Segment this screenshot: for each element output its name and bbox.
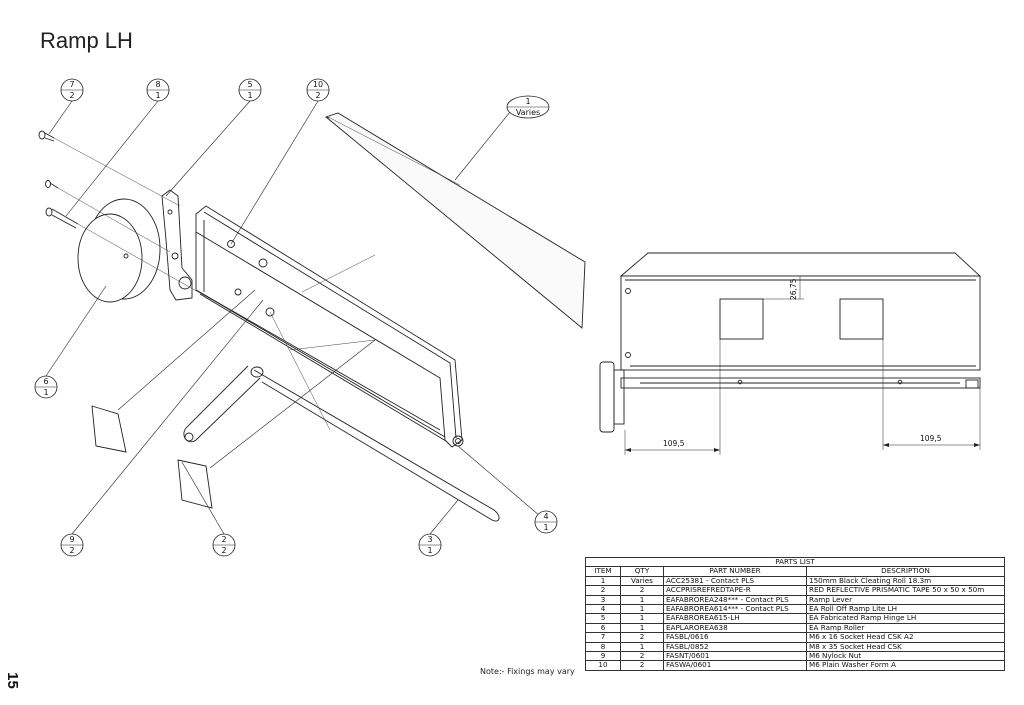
reflective-tape-upper bbox=[91, 405, 127, 453]
cell-qty: 2 bbox=[620, 585, 664, 596]
cell-part-number: FASBL/0616 bbox=[663, 632, 807, 643]
cell-qty: 2 bbox=[620, 660, 664, 671]
ramp-lever bbox=[183, 365, 500, 522]
cell-description: EA Fabricated Ramp Hinge LH bbox=[806, 613, 1005, 624]
balloon-number: 8 bbox=[155, 80, 160, 89]
header-qty: QTY bbox=[620, 566, 664, 577]
balloon-quantity: 2 bbox=[221, 546, 226, 555]
balloon-quantity: 2 bbox=[315, 91, 320, 100]
balloon-item-6: 6 1 bbox=[34, 375, 58, 399]
balloon-number: 1 bbox=[525, 97, 530, 106]
cell-item: 7 bbox=[585, 632, 621, 643]
cell-qty: 1 bbox=[620, 613, 664, 624]
dimension-height-label: 26,75 bbox=[789, 278, 798, 300]
balloon-group: 7 2 8 1 5 1 10 2 1 Varies bbox=[34, 78, 558, 557]
balloon-quantity: 2 bbox=[69, 546, 74, 555]
header-part-number: PART NUMBER bbox=[663, 566, 807, 577]
balloon-item-8: 8 1 bbox=[146, 78, 170, 102]
cleating-roll-panel bbox=[325, 112, 586, 329]
nut-item-9 bbox=[258, 258, 268, 268]
balloon-number: 9 bbox=[69, 535, 74, 544]
balloon-item-2: 2 2 bbox=[212, 533, 236, 557]
dimension-left-label: 109,5 bbox=[663, 439, 685, 448]
balloon-number: 4 bbox=[543, 512, 548, 521]
balloon-item-7: 7 2 bbox=[60, 78, 84, 102]
washer-item-10 bbox=[227, 240, 235, 248]
cell-description: M6 x 16 Socket Head CSK A2 bbox=[806, 632, 1005, 643]
parts-list-caption: PARTS LIST bbox=[585, 556, 1005, 568]
header-description: DESCRIPTION bbox=[806, 566, 1005, 577]
cell-part-number: FASWA/0601 bbox=[663, 660, 807, 671]
leader-lines bbox=[45, 100, 541, 535]
cell-part-number: EAFABROREA615-LH bbox=[663, 613, 807, 624]
balloon-quantity: 2 bbox=[69, 91, 74, 100]
dimension-arrows bbox=[625, 443, 980, 452]
balloon-item-1: 1 Varies bbox=[506, 95, 550, 119]
washer-lower bbox=[234, 288, 242, 296]
parts-list-header-row: ITEM QTY PART NUMBER DESCRIPTION bbox=[585, 566, 1005, 577]
balloon-quantity: 1 bbox=[543, 523, 548, 532]
cell-description: M6 Plain Washer Form A bbox=[806, 660, 1005, 671]
fixings-note: Note:- Fixings may vary bbox=[480, 667, 575, 676]
screw-small bbox=[45, 180, 59, 189]
screw-item-7 bbox=[38, 130, 55, 142]
balloon-number: 10 bbox=[313, 80, 323, 89]
front-view bbox=[599, 252, 982, 433]
screw-item-8 bbox=[45, 207, 79, 229]
balloon-item-10: 10 2 bbox=[306, 78, 330, 102]
balloon-item-4: 4 1 bbox=[534, 510, 558, 534]
balloon-number: 5 bbox=[247, 80, 252, 89]
page-title: Ramp LH bbox=[40, 28, 133, 53]
balloon-item-3: 3 1 bbox=[418, 533, 442, 557]
assembly-lines bbox=[53, 117, 461, 431]
ramp-roller bbox=[77, 198, 161, 303]
parts-list-table: PARTS LIST ITEM QTY PART NUMBER DESCRIPT… bbox=[585, 556, 1005, 671]
hinge-plate bbox=[161, 189, 193, 301]
cell-item: 10 bbox=[585, 660, 621, 671]
balloon-number: 7 bbox=[69, 80, 74, 89]
balloon-quantity: 1 bbox=[247, 91, 252, 100]
cell-description: RED REFLECTIVE PRISMATIC TAPE 50 x 50 x … bbox=[806, 585, 1005, 596]
balloon-number: 3 bbox=[427, 535, 432, 544]
cell-part-number: ACCPRISREFREDTAPE-R bbox=[663, 585, 807, 596]
balloon-quantity: 1 bbox=[43, 388, 48, 397]
dimension-right-label: 109,5 bbox=[920, 434, 942, 443]
nut-lower bbox=[265, 307, 275, 317]
balloon-quantity: 1 bbox=[427, 546, 432, 555]
header-item: ITEM bbox=[585, 566, 621, 577]
balloon-quantity: Varies bbox=[516, 108, 540, 117]
balloon-item-9: 9 2 bbox=[60, 533, 84, 557]
ramp-frame bbox=[195, 205, 464, 448]
page-number: 15 bbox=[3, 672, 21, 689]
balloon-number: 2 bbox=[221, 535, 226, 544]
balloon-item-5: 5 1 bbox=[238, 78, 262, 102]
balloon-number: 6 bbox=[43, 377, 48, 386]
cell-item: 5 bbox=[585, 613, 621, 624]
balloon-quantity: 1 bbox=[155, 91, 160, 100]
cell-qty: 2 bbox=[620, 632, 664, 643]
dimension-lines bbox=[624, 276, 981, 455]
cell-item: 2 bbox=[585, 585, 621, 596]
